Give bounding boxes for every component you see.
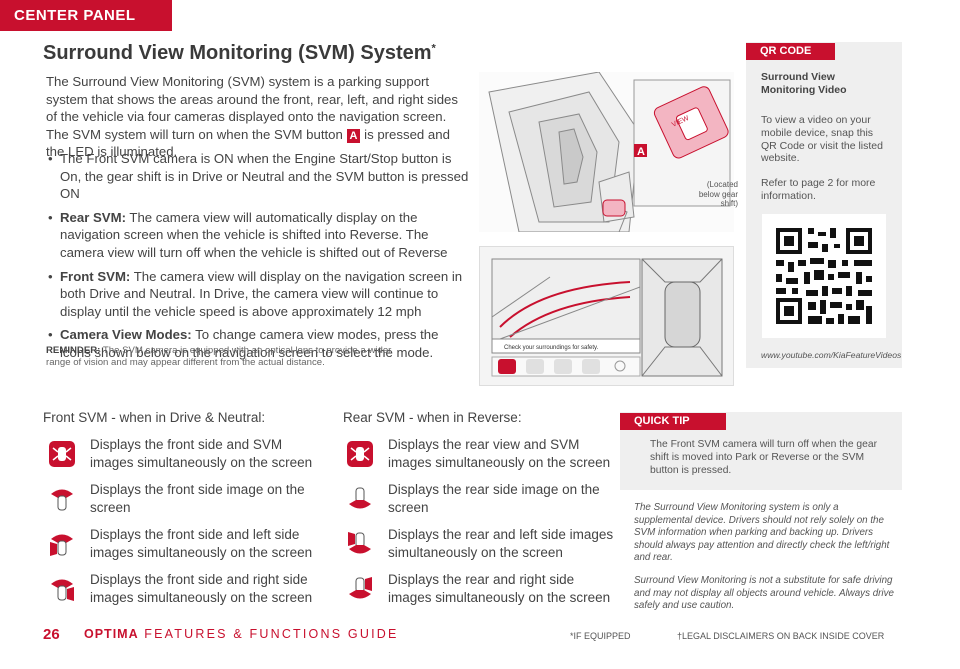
front-mode-text: Displays the front side and SVM images s…: [90, 437, 313, 470]
rear-side-icon: [349, 487, 371, 508]
front-mode-text: Displays the front side and left side im…: [90, 527, 313, 560]
settings-gear-icon: [614, 360, 626, 372]
rear-mode-text: Displays the rear side image on the scre…: [388, 482, 600, 515]
front-mode-row: Displays the front side and SVM images s…: [48, 436, 320, 471]
section-tab: CENTER PANEL: [0, 0, 172, 31]
quick-tip-tag: QUICK TIP: [620, 413, 726, 430]
rear-svm-full-icon: [347, 440, 373, 467]
rear-mode-text: Displays the rear and right side images …: [388, 572, 611, 605]
legal-disclaimer-note: †LEGAL DISCLAIMERS ON BACK INSIDE COVER: [677, 631, 885, 641]
mode-icon-active: [498, 359, 516, 374]
rear-mode-row: Displays the rear view and SVM images si…: [346, 436, 618, 471]
safety-disclaimer: The Surround View Monitoring system is o…: [634, 502, 896, 623]
qr-code-tag: QR CODE: [746, 43, 835, 60]
qr-code-icon: [776, 228, 872, 324]
reminder-text: The SVM camera is equipped with an optic…: [46, 345, 392, 368]
if-equipped-note: *IF EQUIPPED: [570, 631, 631, 641]
svm-screen-illustration: Check your surroundings for safety.: [479, 246, 734, 386]
disclaimer-paragraph: The Surround View Monitoring system is o…: [634, 502, 890, 564]
feature-bullets: The Front SVM camera is ON when the Engi…: [46, 150, 471, 368]
rear-left-icon: [348, 531, 371, 553]
reminder-label: REMINDER:: [46, 345, 101, 356]
mode-icon: [526, 359, 544, 374]
gear-shift-illustration: VIEW A: [479, 71, 734, 233]
rear-mode-text: Displays the rear and left side images s…: [388, 527, 614, 560]
qr-url-link[interactable]: www.youtube.com/KiaFeatureVideos: [761, 350, 902, 360]
bullet-label: Rear SVM:: [60, 209, 126, 225]
car-top-icon: [664, 281, 701, 348]
qr-heading: Surround View Monitoring Video: [761, 71, 847, 96]
front-mode-text: Displays the front side image on the scr…: [90, 482, 305, 515]
qr-instructions: To view a video on your mobile device, s…: [761, 114, 883, 165]
guide-name: FEATURES & FUNCTIONS GUIDE: [144, 627, 399, 641]
mode-icon: [582, 359, 600, 374]
reminder-note: REMINDER: The SVM camera is equipped wit…: [46, 345, 406, 369]
intro-text: The Surround View Monitoring (SVM) syste…: [46, 74, 458, 142]
page-number: 26: [43, 626, 60, 643]
location-note: (Located below gear shift): [698, 180, 738, 208]
front-svm-heading: Front SVM - when in Drive & Neutral:: [43, 410, 266, 425]
bullet-text: The camera view will automatically displ…: [60, 209, 448, 260]
bullet-camera-modes: Camera View Modes: To change camera view…: [46, 326, 471, 361]
screen-warning-text: Check your surroundings for safety.: [504, 345, 599, 351]
title-mark: *: [431, 42, 436, 55]
bullet-text: The Front SVM camera is ON when the Engi…: [60, 151, 469, 202]
qr-reference: Refer to page 2 for more information.: [761, 177, 876, 202]
disclaimer-paragraph: Surround View Monitoring is not a substi…: [634, 574, 894, 612]
front-side-icon: [51, 489, 73, 510]
gear-shift-drawing: VIEW A: [479, 71, 734, 233]
bullet-label: Camera View Modes:: [60, 327, 192, 343]
guide-title: OPTIMA FEATURES & FUNCTIONS GUIDE: [84, 627, 399, 641]
bullet-front-on: The Front SVM camera is ON when the Engi…: [46, 150, 471, 203]
front-mode-row: Displays the front side and right side i…: [48, 571, 320, 606]
rear-mode-row: Displays the rear side image on the scre…: [346, 481, 618, 516]
svm-screen-drawing: Check your surroundings for safety.: [491, 258, 723, 377]
front-mode-text: Displays the front side and right side i…: [90, 572, 313, 605]
front-mode-row: Displays the front side image on the scr…: [48, 481, 320, 516]
callout-a: A: [637, 146, 645, 158]
bullet-front-svm: Front SVM: The camera view will display …: [46, 268, 471, 321]
svm-button-badge: A: [346, 128, 361, 143]
brand-name: OPTIMA: [84, 627, 139, 641]
front-svm-full-icon: [49, 440, 75, 467]
intro-paragraph: The Surround View Monitoring (SVM) syste…: [46, 73, 471, 161]
callout-a-bg: [634, 144, 647, 157]
front-right-icon: [51, 579, 74, 601]
rear-mode-row: Displays the rear and left side images s…: [346, 526, 618, 561]
page-title: Surround View Monitoring (SVM) System*: [43, 42, 436, 65]
qr-code-image[interactable]: [762, 214, 886, 338]
rear-svm-heading: Rear SVM - when in Reverse:: [343, 410, 522, 425]
rear-mode-row: Displays the rear and right side images …: [346, 571, 618, 606]
quick-tip-text: The Front SVM camera will turn off when …: [650, 439, 878, 476]
mode-icon: [554, 359, 572, 374]
bullet-label: Front SVM:: [60, 268, 131, 284]
bullet-text: The camera view will display on the navi…: [60, 268, 463, 319]
bullet-text: To change camera view modes, press the i…: [60, 327, 439, 360]
rear-mode-text: Displays the rear view and SVM images si…: [388, 437, 611, 470]
title-text: Surround View Monitoring (SVM) System: [43, 42, 432, 64]
front-mode-row: Displays the front side and left side im…: [48, 526, 320, 561]
front-left-icon: [50, 534, 73, 556]
bullet-rear-svm: Rear SVM: The camera view will automatic…: [46, 209, 471, 262]
rear-right-icon: [349, 576, 372, 598]
